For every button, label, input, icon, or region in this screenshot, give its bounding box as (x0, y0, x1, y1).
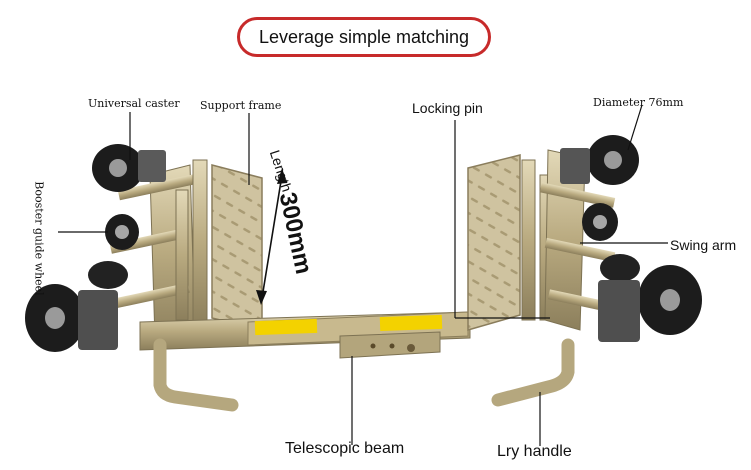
support-frame-label: Support frame (200, 99, 282, 112)
pry-handle-label: Lry handle (497, 443, 572, 460)
universal-caster-label: Universal caster (88, 97, 180, 110)
left-pry-handle (153, 338, 239, 412)
right-caster-bottom (598, 254, 702, 342)
left-support-plate (211, 164, 263, 331)
length-arrow (256, 168, 287, 305)
booster-guide-wheel-label: Booster guide wheel (32, 181, 46, 296)
left-caster-top (92, 144, 166, 192)
locking-pin-label: Locking pin (412, 100, 483, 116)
right-booster-guide-wheel (582, 203, 618, 241)
right-pry-handle (491, 338, 575, 407)
title-banner: Leverage simple matching (237, 17, 491, 57)
telescopic-beam-label: Telescopic beam (285, 440, 405, 457)
annotation-lines (58, 104, 668, 446)
diameter-label: Diameter 76mm (593, 96, 684, 109)
swing-arm-label: Swing arm (670, 237, 737, 253)
right-support-frame (467, 154, 552, 331)
left-caster-bottom (25, 261, 128, 352)
right-caster-top (560, 135, 639, 185)
left-booster-guide-wheel (105, 214, 139, 250)
title-text: Leverage simple matching (258, 26, 470, 47)
left-support-frame-rods (175, 159, 208, 326)
telescopic-beam (139, 311, 471, 359)
